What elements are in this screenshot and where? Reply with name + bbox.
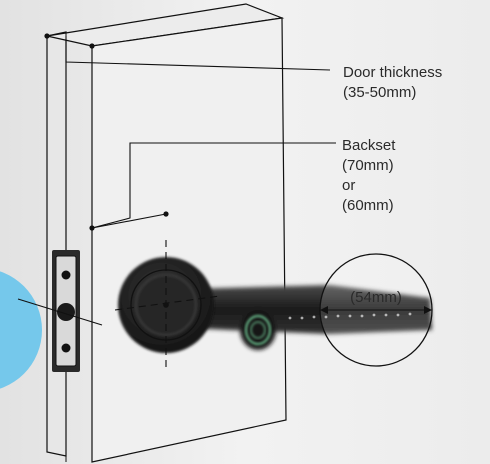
backset-leader	[91, 142, 336, 229]
diameter-arrow-left	[320, 306, 328, 314]
thickness-dot-right	[89, 43, 95, 49]
backset-dot-edge	[89, 225, 95, 231]
diameter-arrow-right	[424, 306, 432, 314]
accent-circle	[0, 271, 42, 389]
latch-axis-line	[17, 298, 103, 326]
fingerprint-sensor-icon	[245, 315, 271, 345]
thickness-dot-left	[44, 33, 50, 39]
backset-or-label: or	[342, 177, 355, 194]
backset-label: Backset	[342, 137, 396, 154]
backset-70-label: (70mm)	[342, 157, 394, 174]
faceplate-screw-bottom	[61, 343, 71, 353]
backset-dot-center	[163, 211, 169, 217]
door-face	[91, 17, 287, 463]
door-thickness-label: Door thickness	[343, 64, 442, 81]
backset-60-label: (60mm)	[342, 197, 394, 214]
door-edge	[46, 31, 67, 457]
latch-bolt	[57, 303, 75, 321]
faceplate-screw-top	[61, 270, 71, 280]
handle-light-dots	[288, 312, 412, 320]
backset-measure-line	[91, 213, 167, 229]
handle-diameter-label: (54mm)	[350, 289, 402, 306]
thickness-leader	[65, 36, 331, 71]
center-dot	[163, 302, 169, 308]
door-thickness-range-label: (35-50mm)	[343, 84, 416, 101]
